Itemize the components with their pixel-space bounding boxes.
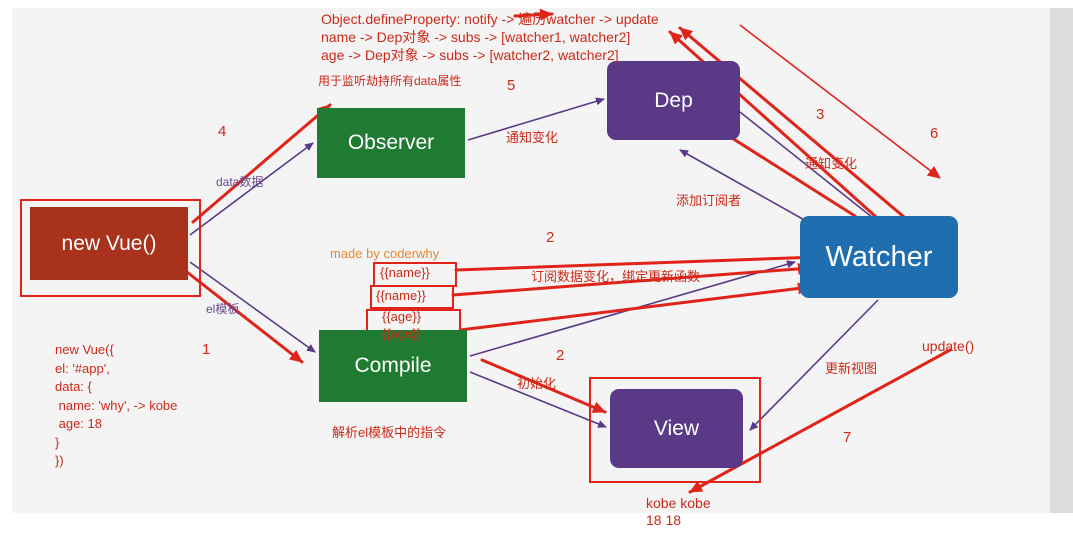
credit-label: made by coderwhy [330,246,440,261]
box-new-vue [20,199,201,297]
step-number-1: 1 [202,341,211,358]
arrow-vue-to-compile [189,261,316,353]
label-observer-note: 用于监听劫持所有data属性 [318,74,462,88]
view-output-line-2: 18 18 [646,512,682,528]
box-view [589,377,761,483]
label-subscribe-bind: 订阅数据变化，绑定更新函数 [531,269,701,284]
label-subscribe: 添加订阅者 [676,193,742,208]
label-notify-change-2: 通知变化 [805,156,858,171]
step-number-2a: 2 [546,229,555,246]
label-parse: 解析el模板中的指令 [332,425,447,440]
header-note-3: age -> Dep对象 -> subs -> [watcher2, watch… [321,47,619,63]
code-line: data: { [55,379,92,394]
red-arrow-init [480,358,607,414]
step-number-6: 6 [930,125,939,142]
header-note-1: Object.defineProperty: notify -> 遍历watch… [321,11,659,27]
step-number-3: 3 [816,106,825,123]
template-name-1: {{name}} [380,265,430,280]
template-age-2: {{age}} [382,326,422,341]
code-snippet: new Vue({ el: '#app', data: { name: 'why… [55,341,177,471]
red-arrow-watcher-to-notes-2 [678,26,912,224]
red-arrow-step6 [739,24,941,179]
arrow-dep-to-watcher [739,111,879,223]
node-view: View [610,389,743,468]
update-call-label: update() [922,338,975,354]
label-data: data数据 [216,175,264,189]
node-dep: Dep [607,61,740,140]
step-number-4: 4 [218,123,227,140]
box-template-2 [370,285,454,309]
node-compile: Compile [319,330,467,402]
label-update-view: 更新视图 [825,361,878,376]
arrow-observer-to-dep [467,97,605,141]
red-arrow-step1 [176,263,304,364]
red-highlight-boxes [20,199,761,483]
step-number-7: 7 [843,429,852,446]
node-new-vue: new Vue() [30,207,188,280]
label-notify-change-1: 通知变化 [506,130,559,145]
red-arrows [176,8,952,494]
code-line: age: 18 [55,416,102,431]
red-arrow-sub-3 [458,282,812,332]
code-line: name: 'why', -> kobe [55,397,178,413]
node-watcher: Watcher [800,216,958,298]
code-line: } [55,434,60,450]
right-edge-band [1050,8,1073,513]
view-output-line-1: kobe kobe [646,495,711,511]
template-name-2: {{name}} [376,288,426,303]
header-note-2: name -> Dep对象 -> subs -> [watcher1, watc… [321,29,631,45]
red-arrow-sub-1 [454,251,820,272]
red-arrow-sub-2 [451,262,812,297]
label-init: 初始化 [517,376,557,391]
arrow-vue-to-observer [189,142,314,236]
template-age-1: {{age}} [382,309,422,324]
code-line: new Vue({ [55,342,114,357]
step-number-2b: 2 [556,347,565,364]
step-number-5: 5 [507,77,516,94]
arrow-watcher-to-view [749,299,879,431]
red-arrow-update-to-view [688,348,952,494]
node-observer: Observer [317,108,465,178]
label-el: el模板 [206,302,240,316]
red-arrow-step4 [191,103,332,224]
code-line: el: '#app', [55,360,110,376]
arrow-watcher-to-dep [679,149,809,223]
red-arrow-notify [513,8,554,21]
code-line: }) [55,453,64,468]
arrow-compile-to-view [469,371,607,428]
